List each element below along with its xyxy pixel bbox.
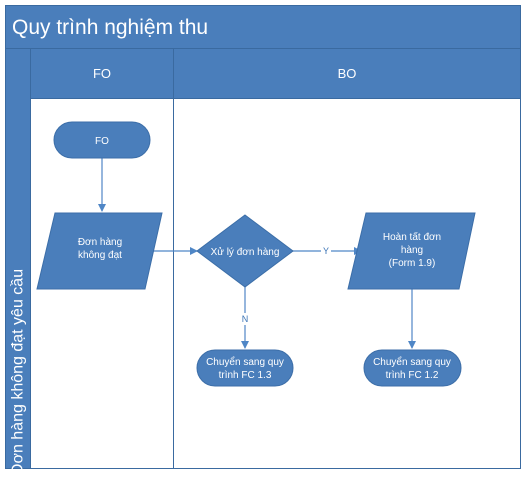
edge-label-n-bg [240,313,250,325]
lane-header-bo-label: BO [338,66,357,81]
side-band [5,48,31,469]
node-order-failed-line-2: không đạt [78,250,122,261]
node-complete-order-line-2: hàng [401,245,423,256]
edge-label-y-bg [321,245,331,256]
side-band-label: Đơn hàng không đạt yêu cầu [10,269,27,475]
node-to-fc12-line-2: trình FC 1.2 [386,370,439,381]
node-to-fc12-shape [363,349,462,387]
node-to-fc12: Chuyển sang quy trình FC 1.2 [363,349,462,387]
node-start-fo-label: FO [95,136,109,147]
node-process-order: Xử lý đơn hàng [196,214,294,288]
node-order-failed: Đơn hàng không đạt [36,212,163,290]
node-to-fc13-line-2: trình FC 1.3 [219,370,272,381]
node-to-fc13-shape [196,349,294,387]
node-complete-order: Hoàn tất đơn hàng (Form 1.9) [347,212,476,290]
node-order-failed-shape [36,212,163,290]
lane-header-fo-label: FO [93,66,111,81]
edge-label-y: Y [323,246,329,256]
lane-header-bo [173,48,521,99]
node-complete-order-line-3: (Form 1.9) [389,258,436,269]
node-to-fc13-line-1: Chuyển sang quy [206,356,284,368]
edge-label-n: N [242,314,249,324]
node-complete-order-shape [347,212,476,290]
title-bar [5,5,521,49]
node-complete-order-line-1: Hoàn tất đơn [383,231,441,243]
node-order-failed-line-1: Đơn hàng [78,237,122,248]
lane-header-fo [30,48,174,99]
node-start-fo-shape [53,121,151,159]
node-process-order-shape [196,214,294,288]
diagram-title: Quy trình nghiệm thu [12,16,208,39]
node-start-fo: FO [53,121,151,159]
node-to-fc12-line-1: Chuyển sang quy [373,356,451,368]
node-process-order-label: Xử lý đơn hàng [211,246,280,258]
node-to-fc13: Chuyển sang quy trình FC 1.3 [196,349,294,387]
